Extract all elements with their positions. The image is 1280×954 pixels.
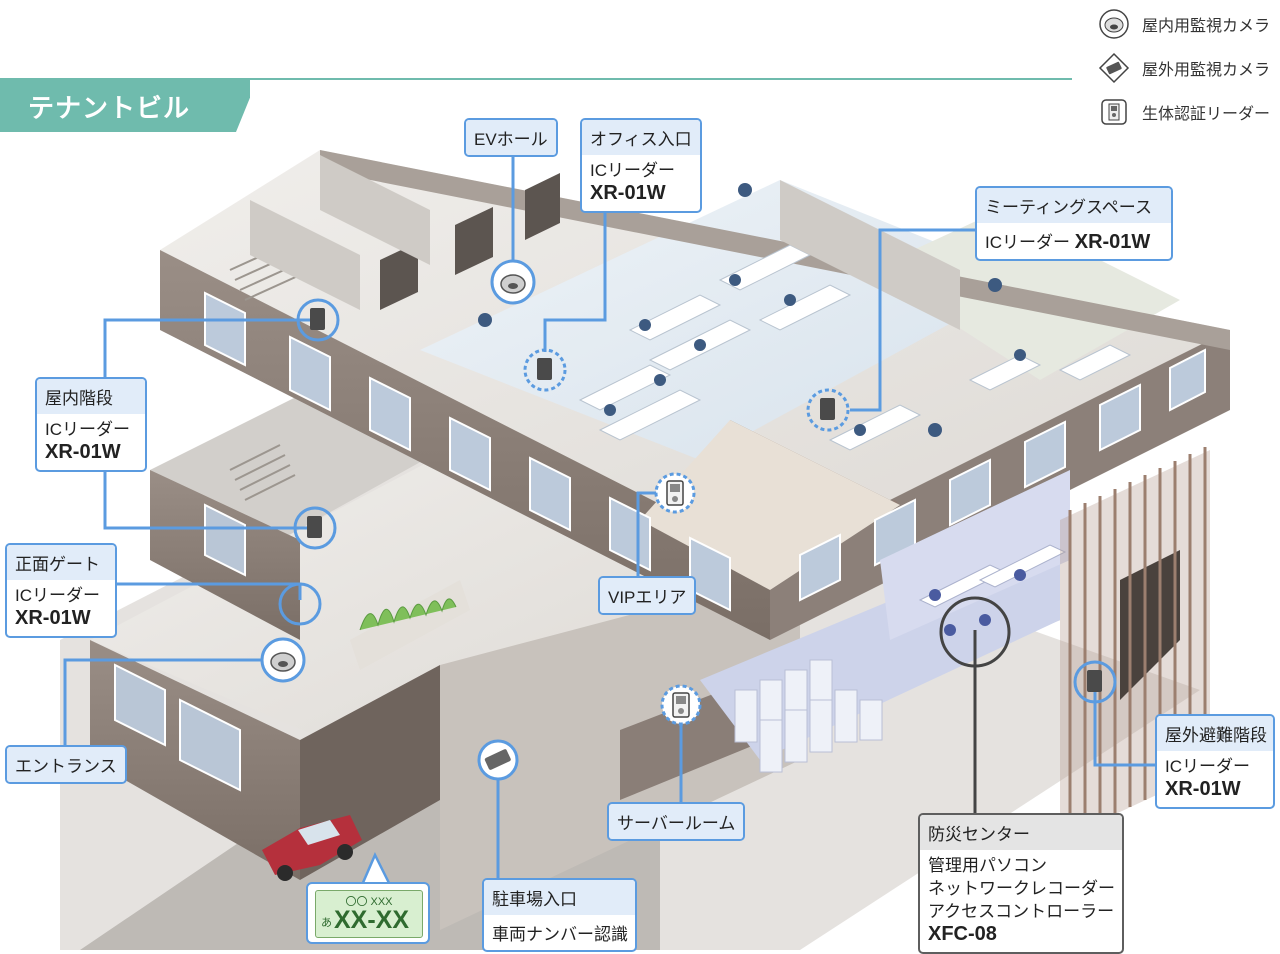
callout-office-entrance: オフィス入口 ICリーダー XR-01W	[580, 118, 702, 213]
legend-item-biometric-reader: 生体認証リーダー	[1098, 90, 1280, 134]
lobby-planter	[350, 580, 470, 670]
legend: 屋内用監視カメラ 屋外用監視カメラ 生体認証リーダー	[1098, 2, 1280, 134]
server-racks	[734, 659, 883, 773]
equipment-item: アクセスコントローラー	[928, 902, 1115, 921]
callout-front-gate: 正面ゲート ICリーダー XR-01W	[5, 543, 117, 638]
elevator-doors	[380, 173, 560, 310]
biometric-reader-icon	[1098, 96, 1130, 128]
model-number: XR-01W	[45, 441, 121, 463]
legend-label: 生体認証リーダー	[1142, 106, 1271, 123]
ic-reader-marker-indoor-stairs-top	[296, 298, 340, 342]
ic-reader-marker-indoor-stairs-2f	[293, 506, 337, 550]
model-number: XFC-08	[928, 923, 997, 945]
callout-disaster-center: 防災センター 管理用パソコン ネットワークレコーダー アクセスコントローラー X…	[918, 813, 1124, 954]
legend-item-indoor-camera: 屋内用監視カメラ	[1098, 2, 1280, 46]
disaster-center-marker	[939, 596, 1011, 668]
callout-meeting-space: ミーティングスペース ICリーダー XR-01W	[975, 186, 1173, 261]
callout-ev-hall: EVホール	[464, 118, 558, 157]
callout-title: 屋内階段	[37, 379, 145, 414]
model-number: XR-01W	[590, 182, 666, 204]
office-people	[478, 183, 1026, 437]
callout-title: 正面ゲート	[7, 545, 115, 580]
indoor-camera-marker-ev-hall	[490, 259, 536, 305]
security-room	[880, 470, 1070, 640]
legend-item-outdoor-camera: 屋外用監視カメラ	[1098, 46, 1280, 90]
callout-title: 屋外避難階段	[1157, 716, 1273, 751]
equipment-item: 管理用パソコン	[928, 856, 1047, 875]
indoor-camera-icon	[1098, 8, 1130, 40]
ic-reader-marker-office-entrance	[523, 348, 567, 392]
callout-vip-area: VIPエリア	[598, 576, 697, 615]
biometric-marker-server	[660, 684, 702, 726]
title-underline	[0, 78, 1072, 80]
callout-detail: 車両ナンバー認識	[492, 925, 628, 944]
callout-parking: 駐車場入口 車両ナンバー認識	[482, 878, 637, 952]
callout-title: VIPエリア	[600, 578, 695, 613]
callout-title: オフィス入口	[582, 120, 700, 155]
callout-entrance: エントランス	[5, 745, 127, 784]
device-name: ICリーダー	[15, 586, 100, 605]
indoor-camera-marker-entrance	[260, 637, 306, 683]
ic-reader-marker-meeting-space	[806, 388, 850, 432]
callout-server-room: サーバールーム	[607, 802, 746, 841]
license-plate: 〇〇 XXX あ XX-XX	[315, 890, 423, 938]
top-floor	[160, 150, 1230, 640]
callout-indoor-stairs: 屋内階段 ICリーダー XR-01W	[35, 377, 147, 472]
device-name: ICリーダー	[590, 161, 675, 180]
ic-reader-marker-front-gate	[278, 582, 322, 626]
callout-title: 駐車場入口	[484, 880, 635, 915]
page-title: テナントビル	[28, 93, 191, 123]
title-banner	[0, 78, 250, 132]
model-number: XR-01W	[1074, 231, 1151, 253]
model-number: XR-01W	[1165, 778, 1241, 800]
equipment-item: ネットワークレコーダー	[928, 879, 1115, 898]
callout-title: エントランス	[7, 747, 125, 782]
callout-title: ミーティングスペース	[977, 188, 1171, 223]
ic-reader-marker-outdoor-stairs	[1073, 660, 1117, 704]
plate-region: 〇〇 XXX	[345, 896, 393, 908]
device-name: ICリーダー	[1165, 757, 1250, 776]
device-name: ICリーダー	[45, 420, 130, 439]
device-name: ICリーダー	[985, 233, 1070, 252]
plate-number: XX-XX	[334, 906, 410, 934]
biometric-marker-vip	[654, 472, 696, 514]
legend-label: 屋外用監視カメラ	[1142, 62, 1271, 79]
license-plate-callout: 〇〇 XXX あ XX-XX	[306, 882, 430, 944]
model-number: XR-01W	[15, 607, 91, 629]
callout-outdoor-stairs: 屋外避難階段 ICリーダー XR-01W	[1155, 714, 1275, 809]
outdoor-camera-marker-parking	[477, 739, 519, 781]
callout-title: 防災センター	[920, 815, 1122, 850]
plate-kana: あ	[321, 917, 332, 929]
outdoor-camera-icon	[1098, 52, 1130, 84]
callout-title: サーバールーム	[609, 804, 744, 839]
legend-label: 屋内用監視カメラ	[1142, 18, 1271, 35]
callout-title: EVホール	[466, 120, 556, 155]
car	[262, 815, 362, 881]
